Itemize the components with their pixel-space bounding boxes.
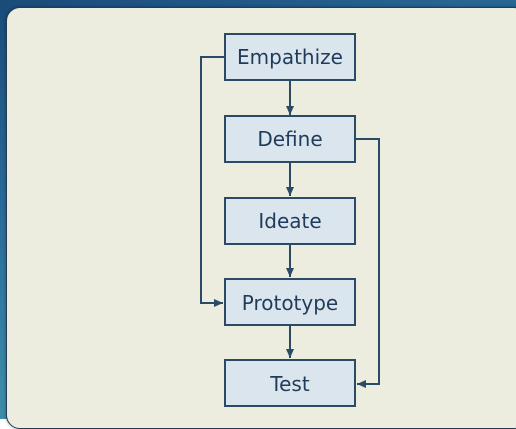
node-prototype: Prototype (224, 278, 356, 326)
node-define: Define (224, 115, 356, 163)
edge-define-test (355, 138, 380, 388)
node-label-empathize: Empathize (237, 45, 343, 69)
node-label-ideate: Ideate (258, 209, 321, 233)
node-label-test: Test (269, 372, 310, 396)
edge-empathize-prototype (200, 56, 225, 307)
flow-diagram: Empathize Define Ideate Prototype Test (200, 33, 380, 407)
node-label-define: Define (257, 127, 322, 151)
node-test: Test (224, 359, 356, 407)
node-label-prototype: Prototype (242, 291, 338, 315)
node-ideate: Ideate (224, 197, 356, 245)
node-empathize: Empathize (224, 33, 356, 81)
